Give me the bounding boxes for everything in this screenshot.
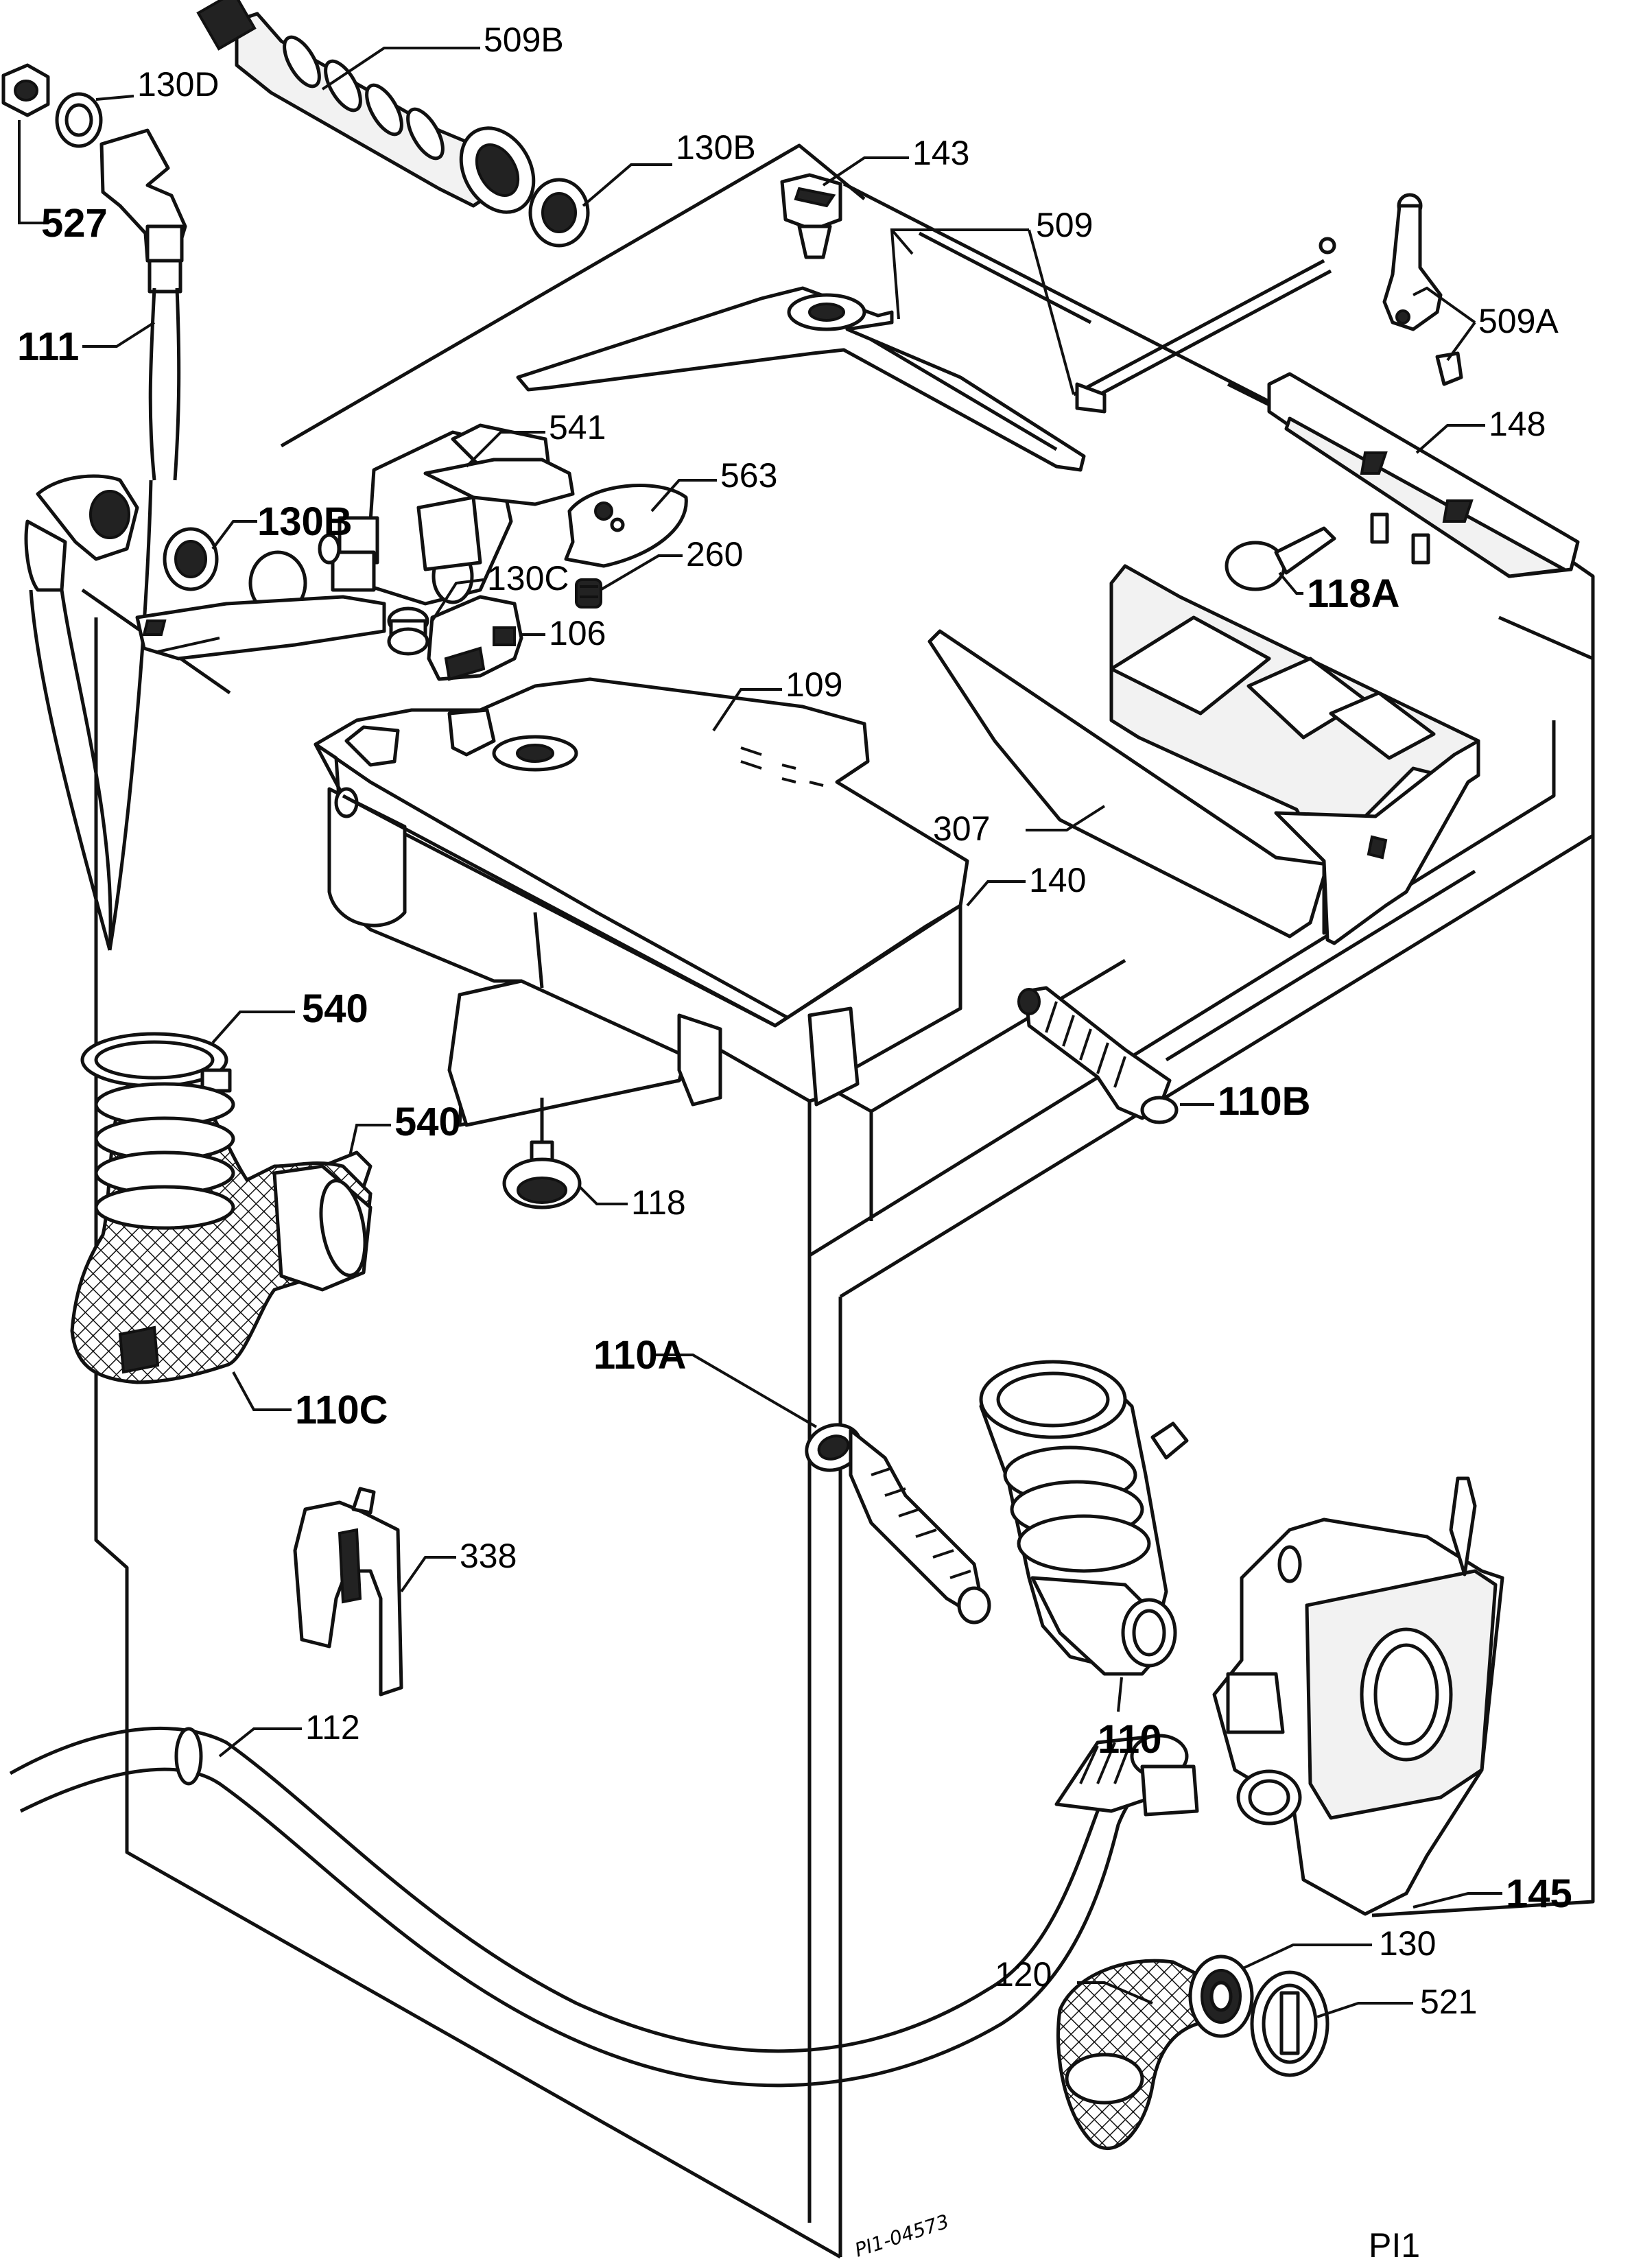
leader-lines xyxy=(18,47,1502,2018)
sump-hose-110c[interactable] xyxy=(70,1082,373,1384)
callout-130: 130 xyxy=(1379,1924,1436,1963)
callout-120: 120 xyxy=(995,1955,1052,1994)
seal-130b-top[interactable] xyxy=(528,178,590,248)
callout-509b: 509B xyxy=(484,21,564,59)
dispenser-cover-109[interactable] xyxy=(314,677,969,1031)
connector-106[interactable] xyxy=(427,595,523,681)
callout-563: 563 xyxy=(720,456,777,495)
spring-260[interactable] xyxy=(575,578,602,609)
callout-260: 260 xyxy=(686,535,743,574)
seal-130b-mid[interactable] xyxy=(163,527,219,591)
arm-509a[interactable] xyxy=(1382,193,1463,386)
drain-hose-112[interactable] xyxy=(9,1726,1199,2088)
water-valve-541[interactable] xyxy=(135,423,575,661)
filter-cap-521[interactable] xyxy=(1250,1970,1329,2077)
callout-130c: 130C xyxy=(487,559,569,598)
callout-106: 106 xyxy=(549,614,606,652)
cam-563[interactable] xyxy=(564,484,688,568)
hose-hanger-338[interactable] xyxy=(293,1487,403,1697)
callout-307: 307 xyxy=(933,810,990,848)
bellows-hose-110[interactable] xyxy=(979,1360,1189,1676)
drawing-number: PI1-04573 xyxy=(852,2210,951,2261)
callout-130b-top: 130B xyxy=(676,128,756,167)
rod-509[interactable] xyxy=(1072,237,1336,414)
fitting-130c[interactable] xyxy=(387,606,429,656)
callout-110a: 110A xyxy=(593,1333,686,1378)
filter-120[interactable] xyxy=(1056,1959,1217,2150)
callout-140: 140 xyxy=(1029,861,1086,899)
callout-110b: 110B xyxy=(1218,1079,1310,1124)
callout-112: 112 xyxy=(305,1708,360,1747)
seal-130[interactable] xyxy=(1188,1954,1254,2038)
bracket-148[interactable] xyxy=(1267,372,1580,578)
plate-label: PI1 xyxy=(1369,2226,1420,2265)
callout-118a: 118A xyxy=(1307,571,1399,616)
callout-118: 118 xyxy=(631,1183,686,1222)
callout-521: 521 xyxy=(1420,1983,1477,2021)
callout-540-top: 540 xyxy=(302,987,368,1031)
measuring-cup-118a[interactable] xyxy=(1225,526,1336,591)
callout-541: 541 xyxy=(549,408,606,447)
callout-110c: 110C xyxy=(295,1388,388,1432)
callout-143: 143 xyxy=(912,134,969,172)
washer-130d[interactable] xyxy=(55,92,103,148)
callout-145: 145 xyxy=(1506,1871,1572,1916)
drain-pump-145[interactable] xyxy=(1212,1476,1504,1916)
hose-110a[interactable] xyxy=(800,1417,991,1625)
dispenser-drawer-307[interactable] xyxy=(927,564,1480,945)
callout-110: 110 xyxy=(1098,1717,1162,1762)
callout-130d: 130D xyxy=(137,65,220,104)
callout-509: 509 xyxy=(1036,206,1093,244)
callout-148: 148 xyxy=(1489,405,1546,443)
wheel-118[interactable] xyxy=(502,1098,582,1209)
callout-338: 338 xyxy=(460,1537,517,1575)
callout-109: 109 xyxy=(785,665,842,704)
clip-540-top[interactable] xyxy=(80,1032,232,1093)
callout-130b-mid: 130B xyxy=(257,499,353,544)
lever-509[interactable] xyxy=(516,286,1086,472)
callout-111: 111 xyxy=(17,324,79,369)
hose-110b[interactable] xyxy=(1017,986,1179,1124)
callout-527: 527 xyxy=(41,201,108,246)
inlet-hose-509b[interactable] xyxy=(196,0,548,225)
knob-143[interactable] xyxy=(780,173,842,259)
callout-labels: 509B 130D 527 130B 143 509 509A 111 541 … xyxy=(17,21,1572,2021)
callout-540-side: 540 xyxy=(394,1100,461,1144)
dispenser-housing-140[interactable] xyxy=(314,742,962,1127)
inlet-hose-111[interactable] xyxy=(24,128,187,951)
nut-527[interactable] xyxy=(1,63,50,117)
callout-509a: 509A xyxy=(1478,302,1559,340)
